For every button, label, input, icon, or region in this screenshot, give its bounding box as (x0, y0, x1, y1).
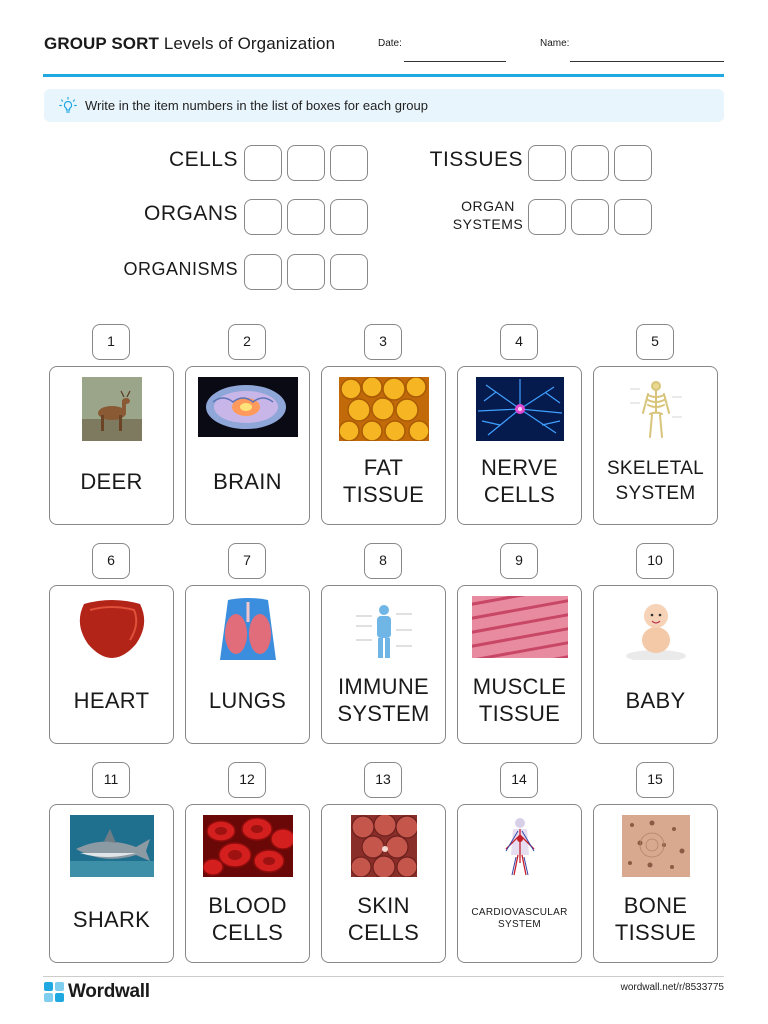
footer-divider (43, 976, 724, 977)
group-label-line: SYSTEMS (452, 216, 524, 232)
wordwall-logo-icon (44, 982, 64, 1002)
item-label: BONE TISSUE (614, 893, 697, 945)
header-divider (43, 74, 724, 77)
group-label-organs: ORGANS (143, 202, 238, 225)
item-card-skin-cells[interactable]: SKIN CELLS (321, 804, 446, 963)
group-label-organisms: ORGANISMS (123, 259, 238, 279)
heart-image (73, 596, 150, 658)
item-number: 3 (364, 324, 402, 360)
name-field[interactable] (570, 61, 724, 62)
group-label-line: ORGAN (461, 198, 515, 214)
item-label: SKIN CELLS (347, 893, 420, 945)
item-label: BABY (625, 687, 686, 713)
answer-box[interactable] (571, 145, 609, 181)
item-number: 15 (636, 762, 674, 798)
date-field[interactable] (404, 61, 506, 62)
group-label-organ-systems: ORGAN SYSTEMS (448, 197, 528, 233)
immune-system-image (351, 596, 416, 660)
answer-box[interactable] (244, 254, 282, 290)
item-number: 11 (92, 762, 130, 798)
item-card-lungs[interactable]: LUNGS (185, 585, 310, 744)
item-card-nerve-cells[interactable]: NERVE CELLS (457, 366, 582, 525)
muscle-tissue-image (471, 596, 568, 658)
brand-name: Wordwall (68, 981, 150, 1002)
item-card-brain[interactable]: BRAIN (185, 366, 310, 525)
answer-box[interactable] (244, 199, 282, 235)
skin-cells-image (350, 815, 417, 877)
answer-box[interactable] (244, 145, 282, 181)
answer-box[interactable] (614, 145, 652, 181)
wordwall-logo: Wordwall (44, 981, 150, 1003)
blood-cells-image (202, 815, 293, 877)
item-card-immune-system[interactable]: IMMUNE SYSTEM (321, 585, 446, 744)
item-number: 13 (364, 762, 402, 798)
group-label-tissues: TISSUES (429, 148, 523, 171)
item-label: SKELETAL SYSTEM (606, 458, 705, 504)
item-number: 6 (92, 543, 130, 579)
shark-image (69, 815, 154, 877)
item-card-muscle-tissue[interactable]: MUSCLE TISSUE (457, 585, 582, 744)
bone-tissue-image (621, 815, 690, 877)
deer-image (81, 377, 142, 441)
item-label: LUNGS (208, 687, 287, 713)
answer-box[interactable] (571, 199, 609, 235)
name-label: Name: (540, 38, 570, 49)
item-label: BLOOD CELLS (208, 893, 287, 945)
item-number: 7 (228, 543, 266, 579)
instruction-text: Write in the item numbers in the list of… (85, 98, 428, 113)
instruction-banner: Write in the item numbers in the list of… (44, 89, 724, 122)
item-card-deer[interactable]: DEER (49, 366, 174, 525)
item-number: 9 (500, 543, 538, 579)
answer-box[interactable] (528, 199, 566, 235)
answer-box[interactable] (330, 145, 368, 181)
nerve-cells-image (475, 377, 564, 441)
answer-box[interactable] (528, 145, 566, 181)
item-label: DEER (80, 468, 143, 494)
group-label-cells: CELLS (168, 148, 238, 171)
item-label: CARDIOVASCULAR SYSTEM (471, 907, 568, 930)
item-card-bone-tissue[interactable]: BONE TISSUE (593, 804, 718, 963)
item-card-skeletal-system[interactable]: SKELETAL SYSTEM (593, 366, 718, 525)
answer-box[interactable] (330, 254, 368, 290)
date-label: Date: (378, 38, 402, 49)
activity-url[interactable]: wordwall.net/r/8533775 (620, 982, 724, 993)
baby-image (623, 596, 688, 660)
item-label: HEART (73, 687, 150, 713)
item-label: IMMUNE SYSTEM (337, 674, 430, 726)
cardiovascular-system-image (486, 815, 553, 879)
answer-box[interactable] (287, 199, 325, 235)
item-card-baby[interactable]: BABY (593, 585, 718, 744)
brain-image (197, 377, 298, 437)
fat-tissue-image (338, 377, 429, 441)
page-title: GROUP SORT Levels of Organization (44, 34, 335, 54)
title-activity-type: GROUP SORT (44, 34, 159, 53)
item-number: 10 (636, 543, 674, 579)
item-label: SHARK (72, 906, 151, 932)
skeletal-system-image (625, 377, 686, 441)
item-number: 1 (92, 324, 130, 360)
item-number: 8 (364, 543, 402, 579)
item-number: 2 (228, 324, 266, 360)
item-card-heart[interactable]: HEART (49, 585, 174, 744)
answer-box[interactable] (287, 254, 325, 290)
item-number: 14 (500, 762, 538, 798)
item-label: NERVE CELLS (481, 455, 558, 507)
item-card-blood-cells[interactable]: BLOOD CELLS (185, 804, 310, 963)
item-card-fat-tissue[interactable]: FAT TISSUE (321, 366, 446, 525)
title-topic: Levels of Organization (163, 34, 336, 53)
answer-box[interactable] (287, 145, 325, 181)
answer-box[interactable] (330, 199, 368, 235)
lungs-image (207, 596, 288, 660)
lightbulb-icon (59, 96, 77, 113)
item-label: FAT TISSUE (342, 455, 425, 507)
item-number: 4 (500, 324, 538, 360)
item-label: MUSCLE TISSUE (472, 674, 567, 726)
answer-box[interactable] (614, 199, 652, 235)
item-label: BRAIN (213, 468, 282, 494)
item-card-cardiovascular-system[interactable]: CARDIOVASCULAR SYSTEM (457, 804, 582, 963)
item-number: 12 (228, 762, 266, 798)
item-card-shark[interactable]: SHARK (49, 804, 174, 963)
item-number: 5 (636, 324, 674, 360)
